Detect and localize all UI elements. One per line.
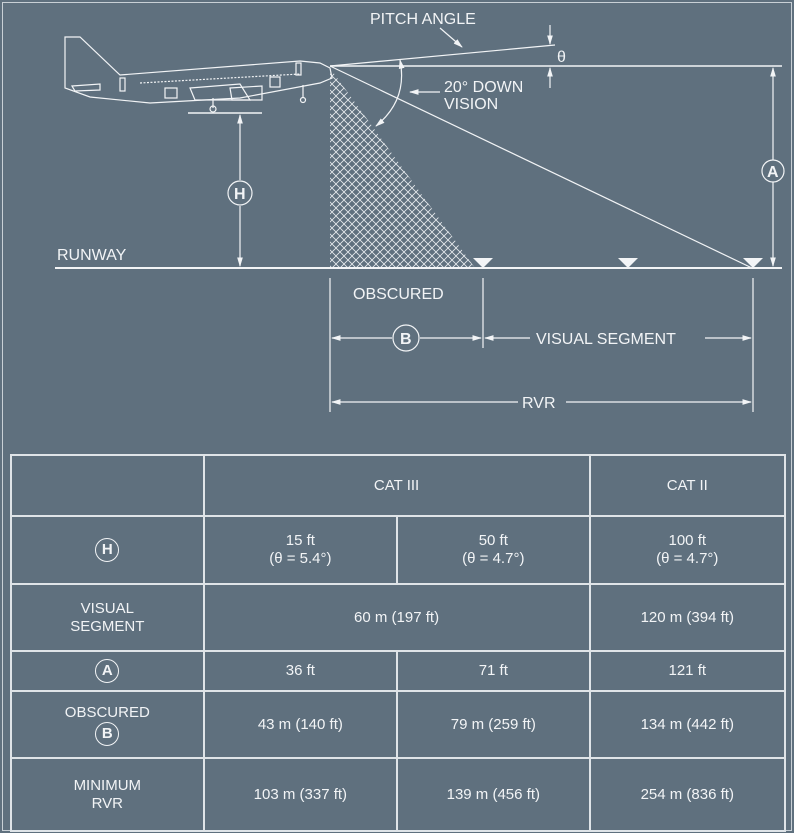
down-vision-label: 20° DOWN [444, 79, 523, 96]
marker-a-icon: A [95, 659, 120, 683]
cell-value: 50 ft [478, 532, 508, 549]
runway-label: RUNWAY [57, 247, 127, 264]
runway-marker-icon [473, 258, 493, 268]
cell-value: 120 m (394 ft) [588, 583, 787, 652]
marker-b: B [400, 331, 412, 348]
cell-value: 71 ft [396, 650, 591, 692]
marker-b-icon: B [95, 721, 120, 746]
row-label: MINIMUM [73, 776, 142, 794]
table-row: CAT III CAT II [10, 454, 787, 517]
down-vision-label-2: VISION [444, 96, 498, 113]
cell-value: (θ = 5.4°) [269, 550, 332, 567]
cell-value: 36 ft [202, 650, 399, 692]
marker-h: H [234, 186, 246, 203]
cell-value: 60 m (197 ft) [202, 583, 591, 652]
cell-value: 100 ft [668, 532, 707, 549]
cell-value: 121 ft [588, 650, 787, 692]
rvr-label: RVR [522, 395, 556, 412]
marker-h-circle [227, 180, 253, 206]
runway-marker-icon [618, 258, 638, 268]
cell-value: (θ = 4.7°) [462, 550, 525, 567]
aircraft-icon [64, 36, 333, 114]
row-label: OBSCURED [64, 703, 150, 721]
marker-a-circle [761, 159, 785, 183]
row-label: VISUAL [80, 599, 134, 617]
obscured-zone [330, 68, 475, 268]
minimums-table: CAT III CAT II H 15 ft(θ = 5.4°) 50 ft(θ… [10, 454, 787, 832]
table-row: A 36 ft 71 ft 121 ft [10, 650, 787, 692]
table-row: H 15 ft(θ = 5.4°) 50 ft(θ = 4.7°) 100 ft… [10, 515, 787, 585]
marker-a: A [767, 164, 779, 181]
header-cat2: CAT II [588, 454, 787, 517]
runway-marker-icon [743, 258, 763, 268]
header-cat3: CAT III [202, 454, 591, 517]
cell-value: 139 m (456 ft) [396, 757, 591, 832]
pitch-angle-label: PITCH ANGLE [370, 11, 476, 28]
row-label: RVR [91, 794, 124, 812]
cell-value: 254 m (836 ft) [588, 757, 787, 832]
cell-value: (θ = 4.7°) [656, 550, 719, 567]
cell-value: 103 m (337 ft) [202, 757, 399, 832]
obscured-label: OBSCURED [353, 286, 444, 303]
marker-b-circle [392, 324, 420, 352]
cell-value: 15 ft [285, 532, 315, 549]
theta-label: θ [557, 49, 566, 66]
empty-cell [10, 454, 205, 517]
cell-value: 134 m (442 ft) [588, 690, 787, 759]
visibility-diagram: PITCH ANGLE θ 20° DOWN VISION RUNWAY OBS… [55, 11, 785, 412]
cell-value: 79 m (259 ft) [396, 690, 591, 759]
visual-segment-label: VISUAL SEGMENT [536, 331, 676, 348]
cell-value: 43 m (140 ft) [202, 690, 399, 759]
row-label: SEGMENT [70, 617, 145, 635]
marker-h-icon: H [95, 538, 120, 562]
